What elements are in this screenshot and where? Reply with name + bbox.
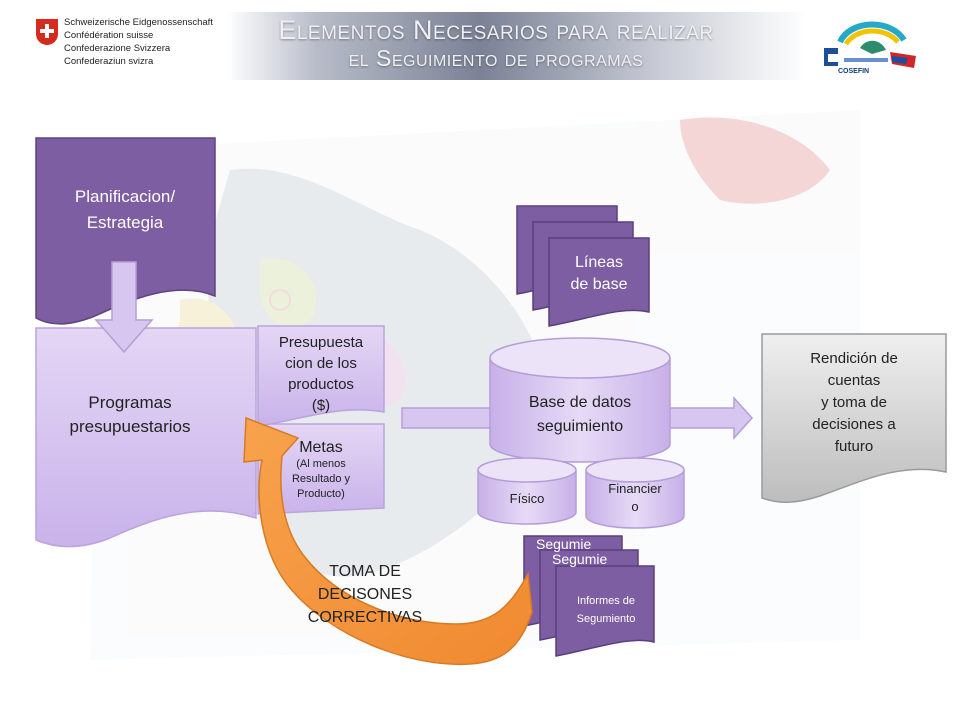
swiss-name-it: Confederazione Svizzera bbox=[64, 43, 171, 54]
toma-decisiones-label: TOMA DE DECISONES CORRECTIVAS bbox=[300, 552, 430, 636]
base-datos-line-1: Base de datos bbox=[528, 394, 632, 411]
informes-line-1: Informes de bbox=[576, 595, 636, 607]
rendicion-line-1: Rendición de bbox=[810, 350, 898, 367]
metas-label: Metas (Al menos Resultado y Producto) bbox=[258, 428, 384, 512]
financiero-label: Financier o bbox=[586, 470, 684, 526]
informes-line-2: Segumiento bbox=[576, 613, 636, 625]
rendicion-line-3: y toma de bbox=[821, 394, 887, 411]
base-datos-cylinder bbox=[489, 358, 671, 463]
toma-decisiones-line-2: DECISONES bbox=[317, 585, 413, 603]
lineas-base-line-1: Líneas bbox=[574, 254, 624, 271]
swiss-coat-of-arms-icon bbox=[36, 19, 58, 45]
header-banner bbox=[28, 12, 932, 80]
lineas-front-shape bbox=[548, 237, 650, 327]
presupuestacion-shape bbox=[257, 325, 385, 427]
presupuestacion-line-4: ($) bbox=[311, 397, 331, 414]
toma-decisiones-line-1: TOMA DE bbox=[329, 562, 401, 580]
feedback-arrow bbox=[243, 416, 533, 666]
fisico-cylinder bbox=[477, 470, 577, 525]
programas-presupuestarios-shape bbox=[35, 327, 257, 548]
rendicion-line-2: cuentas bbox=[827, 372, 881, 389]
base-datos-cylinder-top bbox=[489, 337, 671, 379]
informes-back-label-2: Segumie bbox=[552, 551, 608, 567]
rendicion-shape bbox=[761, 333, 947, 503]
informes-front-shape bbox=[555, 565, 655, 657]
metas-subtitle: (Al menos Resultado y Producto) bbox=[292, 457, 350, 502]
presupuestacion-line-3: productos bbox=[288, 376, 354, 393]
planificacion-label: Planificacion/ Estrategia bbox=[36, 140, 214, 280]
metas-title: Metas bbox=[299, 438, 343, 456]
cosefin-logo bbox=[824, 21, 916, 68]
swiss-name-de: Schweizerische Eidgenossenschaft bbox=[64, 17, 213, 28]
base-datos-label: Base de datos seguimiento bbox=[492, 380, 668, 450]
planificacion-line-2: Estrategia bbox=[86, 213, 164, 232]
presupuestacion-line-1: Presupuesta bbox=[278, 334, 364, 351]
metas-sub-line-1: (Al menos bbox=[296, 457, 346, 470]
programas-line-1: Programas bbox=[88, 393, 172, 412]
toma-decisiones-line-3: CORRECTIVAS bbox=[307, 608, 423, 626]
slide-title-line-2: el Seguimiento de programas bbox=[348, 45, 644, 71]
presupuestacion-label: Presupuesta cion de los productos ($) bbox=[258, 326, 384, 422]
planificacion-line-1: Planificacion/ bbox=[74, 187, 176, 206]
lineas-base-label: Líneas de base bbox=[550, 244, 648, 304]
financiero-line-2: o bbox=[631, 499, 639, 514]
planificacion-shape bbox=[35, 137, 216, 325]
financiero-cylinder bbox=[585, 470, 685, 529]
cosefin-logo-text: COSEFIN bbox=[838, 68, 870, 75]
informes-label: Informes de Segumiento bbox=[556, 580, 656, 640]
programas-line-2: presupuestarios bbox=[69, 417, 191, 436]
slide-title-line-1: Elementos Necesarios para realizar bbox=[278, 15, 714, 45]
financiero-line-1: Financier bbox=[608, 481, 662, 496]
programas-label: Programas presupuestarios bbox=[40, 380, 220, 450]
rendicion-label: Rendición de cuentas y toma de decisione… bbox=[762, 336, 946, 470]
base-datos-line-2: seguimiento bbox=[536, 418, 624, 435]
fisico-label: Físico bbox=[509, 490, 545, 506]
metas-sub-line-2: Resultado y bbox=[291, 472, 351, 485]
swiss-name-rm: Confederaziun svizra bbox=[64, 56, 154, 67]
informes-back-label-1: Segumie bbox=[536, 536, 592, 552]
metas-sub-line-3: Producto) bbox=[297, 487, 345, 500]
swiss-name-fr: Confédération suisse bbox=[64, 30, 154, 41]
rendicion-line-5: futuro bbox=[834, 438, 874, 455]
lineas-base-line-2: de base bbox=[570, 276, 628, 293]
presupuestacion-line-2: cion de los bbox=[285, 355, 357, 372]
down-arrow bbox=[94, 261, 154, 354]
rendicion-line-4: decisiones a bbox=[812, 416, 896, 433]
